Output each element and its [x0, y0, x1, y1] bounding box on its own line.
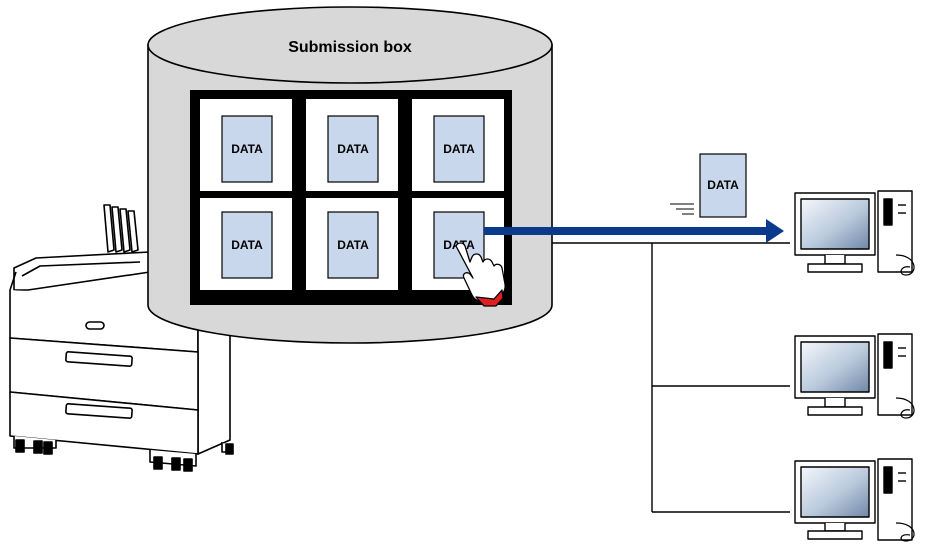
- data-slot-label: DATA: [337, 238, 369, 252]
- data-slot[interactable]: DATA: [306, 198, 398, 290]
- data-slot-label: DATA: [337, 142, 369, 156]
- large-format-printer-icon: [9, 204, 234, 472]
- data-slot-label: DATA: [231, 142, 263, 156]
- network-lines: [552, 242, 790, 513]
- desktop-computer-icon: [794, 458, 915, 542]
- data-slot[interactable]: DATA: [412, 99, 504, 191]
- transfer-document-label: DATA: [707, 178, 739, 192]
- transfer-document: DATA: [670, 153, 747, 218]
- data-slot-label: DATA: [443, 142, 475, 156]
- hand-pointer-icon: [455, 242, 506, 307]
- data-slot[interactable]: DATA: [200, 198, 292, 290]
- desktop-computer-icon: [794, 190, 915, 276]
- transfer-arrow: [484, 219, 784, 243]
- submission-box-title: Submission box: [288, 39, 412, 56]
- data-slot[interactable]: DATA: [306, 99, 398, 191]
- data-slot-label: DATA: [231, 238, 263, 252]
- data-slot[interactable]: DATA: [200, 99, 292, 191]
- desktop-computer-icon: [794, 333, 915, 419]
